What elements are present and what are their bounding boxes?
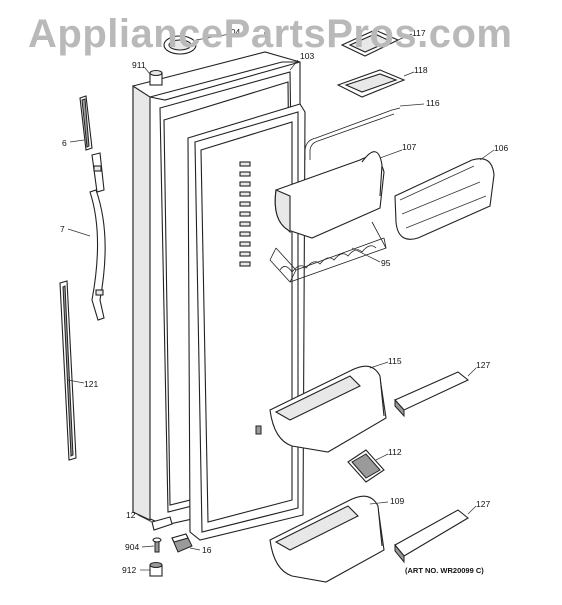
- part-12-hinge: [137, 514, 173, 531]
- bin-trim-127-upper: [394, 367, 477, 418]
- callout-7: 7: [60, 224, 65, 234]
- wire-rack-95: [269, 221, 387, 283]
- handle-7: [67, 152, 106, 321]
- callout-127-upper: 127: [476, 360, 490, 370]
- callout-121: 121: [84, 379, 98, 389]
- callout-12: 12: [126, 510, 136, 520]
- clear-cover-106: [394, 149, 495, 240]
- handle-trim-6: [69, 95, 93, 151]
- bin-trim-127-lower: [394, 505, 477, 564]
- callout-16: 16: [202, 545, 212, 555]
- part-912-cap: [140, 562, 163, 577]
- art-number: (ART NO. WR20099 C): [405, 566, 484, 575]
- callout-912: 912: [122, 565, 136, 575]
- callout-117: 117: [412, 28, 426, 38]
- callout-103: 103: [300, 51, 314, 61]
- callout-104: 104: [226, 27, 240, 37]
- callout-109: 109: [390, 496, 404, 506]
- callout-904: 904: [125, 542, 139, 552]
- liner-ribs: [239, 161, 262, 435]
- callout-127-lower: 127: [476, 499, 490, 509]
- part-911-cap: [144, 67, 163, 86]
- top-emblem: [163, 33, 231, 55]
- callout-6: 6: [62, 138, 67, 148]
- callout-116: 116: [426, 98, 440, 108]
- callout-106: 106: [494, 143, 508, 153]
- part-16-cam: [171, 533, 201, 553]
- callout-115: 115: [388, 356, 402, 366]
- callout-107: 107: [402, 142, 416, 152]
- callout-911: 911: [132, 60, 146, 70]
- door-bin-115: [269, 361, 389, 453]
- part-112: [347, 449, 389, 483]
- callout-112: 112: [388, 447, 402, 457]
- door-bin-107: [274, 149, 403, 239]
- door-gasket: [187, 103, 306, 541]
- callout-9: 9: [264, 29, 269, 39]
- callout-95: 95: [381, 258, 391, 268]
- handle-trim-121: [59, 280, 85, 461]
- door-bin-109: [269, 495, 389, 583]
- part-117: [340, 29, 413, 57]
- part-904-screw: [141, 537, 162, 553]
- part-116-bar: [304, 103, 425, 160]
- callout-118: 118: [414, 65, 428, 75]
- watermark: AppliancePartsPros.com: [28, 12, 513, 56]
- part-118: [336, 69, 415, 98]
